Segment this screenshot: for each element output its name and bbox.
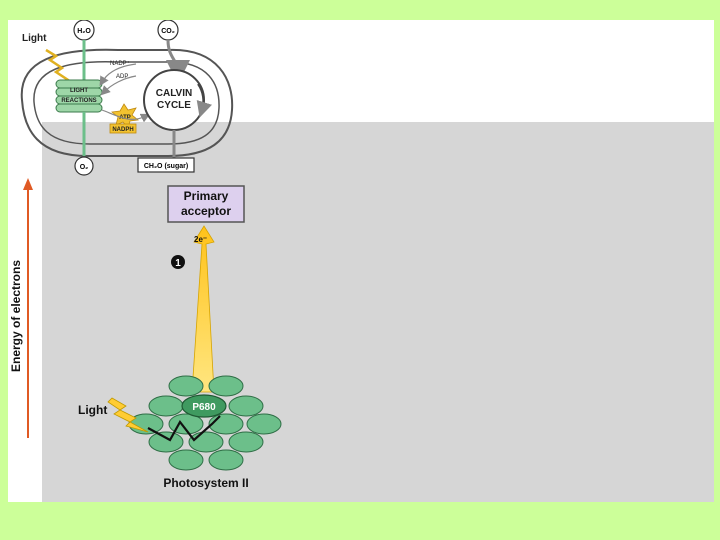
pigment-molecule — [229, 396, 263, 416]
pigment-molecule — [189, 432, 223, 452]
nadph-label: NADPH — [112, 127, 133, 133]
pigment-molecule — [247, 414, 281, 434]
pigment-molecule — [229, 432, 263, 452]
p680-label: P680 — [192, 402, 216, 413]
calvin-label-1: CALVIN — [156, 88, 192, 99]
primary-acceptor-line2: acceptor — [181, 204, 231, 218]
energy-axis: Energy of electrons — [9, 178, 33, 438]
pigment-molecule — [209, 376, 243, 396]
electrons-label: 2e⁻ — [194, 235, 207, 244]
pigment-molecule — [169, 450, 203, 470]
ps-light-label: Light — [78, 403, 107, 417]
pigment-molecule — [149, 432, 183, 452]
pigment-molecule — [149, 396, 183, 416]
thylakoid-stack — [56, 80, 102, 112]
pigment-molecule — [169, 376, 203, 396]
pigment-molecule — [209, 450, 243, 470]
energy-axis-arrowhead-icon — [23, 178, 33, 190]
electron-energy-beam — [192, 226, 214, 392]
calvin-label-2: CYCLE — [157, 100, 191, 111]
primary-acceptor-line1: Primary — [184, 189, 229, 203]
h2o-label: H₂O — [77, 28, 91, 35]
step-marker-label: 1 — [175, 258, 181, 269]
pigment-molecule — [209, 414, 243, 434]
photosynthesis-diagram: H₂O CO₂ Light LIGHT REACTIONS NADP⁺ ADP — [8, 20, 714, 502]
co2-label: CO₂ — [161, 28, 175, 35]
co2-arrow — [168, 40, 178, 72]
photosystem-ii: P680 Light Photosystem II — [78, 376, 281, 490]
light-reactions-label-1: LIGHT — [70, 88, 88, 94]
chloroplast-overview: H₂O CO₂ Light LIGHT REACTIONS NADP⁺ ADP — [22, 20, 232, 175]
slide-canvas: H₂O CO₂ Light LIGHT REACTIONS NADP⁺ ADP — [8, 20, 714, 502]
energy-axis-label: Energy of electrons — [9, 260, 23, 372]
o2-label: O₂ — [80, 164, 89, 171]
adp-label: ADP — [116, 74, 128, 80]
sugar-label: CH₂O (sugar) — [144, 163, 188, 170]
photosystem-title: Photosystem II — [163, 476, 248, 490]
light-reactions-label-2: REACTIONS — [61, 98, 96, 104]
overview-light-label: Light — [22, 33, 47, 44]
